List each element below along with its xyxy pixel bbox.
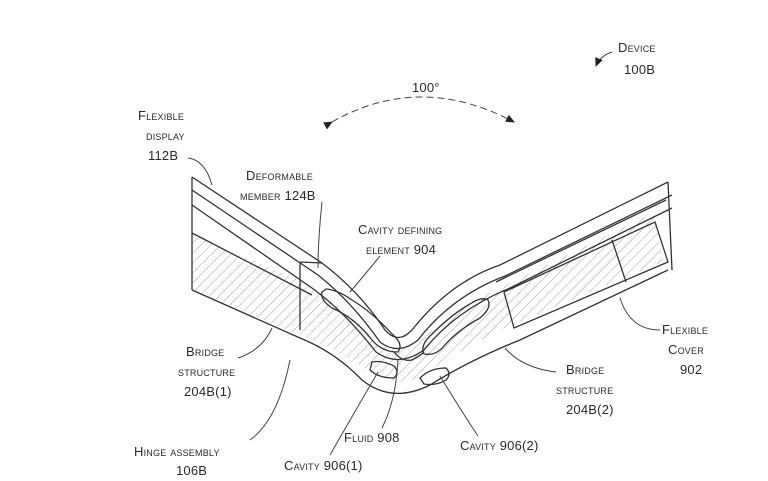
- bridge-structure-left-lower: [191, 269, 669, 395]
- label-angle: 100°: [412, 80, 440, 95]
- label-flexible-cover: Flexible: [662, 322, 708, 337]
- label-bridge-right-3: 204B(2): [566, 402, 614, 417]
- label-bridge-right: Bridge: [566, 362, 604, 377]
- label-bridge-left-2: structure: [178, 364, 235, 379]
- label-device: Device: [618, 40, 656, 55]
- label-flexible-display-3: 112B: [148, 148, 178, 163]
- fluid-channel: [393, 351, 425, 361]
- label-flexible-cover-3: 902: [680, 362, 702, 377]
- label-deformable: Deformable: [246, 168, 313, 183]
- leader-cavity-defining: [349, 255, 381, 293]
- label-cavity-defining: Cavity defining: [358, 222, 442, 237]
- label-flexible-display-2: display: [146, 128, 185, 143]
- cavity-906-1: [321, 288, 401, 353]
- cavity-906-2-lower: [419, 367, 450, 386]
- label-flexible-display: Flexible: [138, 108, 184, 123]
- label-bridge-left-3: 204B(1): [184, 384, 232, 399]
- leader-flexible-cover: [619, 297, 661, 331]
- cavity-906-2: [422, 298, 490, 355]
- leader-fluid: [381, 359, 399, 429]
- flexible-cover-divider: [611, 239, 627, 283]
- label-fluid: Fluid 908: [344, 430, 400, 445]
- device-arrow: [595, 51, 613, 67]
- flexible-cover-outer: [495, 199, 667, 283]
- label-deformable-2: member 124B: [240, 188, 316, 203]
- angle-arrow: [323, 96, 515, 130]
- label-hinge-2: 106B: [176, 463, 207, 478]
- bridge-structure-left-outline: [191, 232, 313, 296]
- leader-cavity-2: [439, 375, 479, 437]
- deformable-member-wedge: [299, 261, 323, 264]
- label-cavity-1: Cavity 906(1): [284, 458, 363, 473]
- label-device-number: 100B: [624, 62, 655, 77]
- label-bridge-left: Bridge: [186, 344, 224, 359]
- hinge-body-hatched: [192, 212, 662, 382]
- leader-cavity-1: [329, 371, 379, 456]
- leader-bridge-left: [237, 327, 273, 359]
- flexible-display-inner-1: [191, 189, 673, 350]
- leader-deformable: [317, 201, 323, 269]
- flexible-cover-box: [503, 221, 669, 329]
- flexible-display-outer: [191, 176, 669, 339]
- label-cavity-defining-2: element 904: [366, 242, 436, 257]
- label-bridge-right-2: structure: [556, 382, 613, 397]
- leader-bridge-right: [504, 347, 557, 373]
- right-edge: [667, 181, 673, 271]
- leader-hinge: [249, 359, 291, 441]
- label-cavity-2: Cavity 906(2): [460, 438, 539, 453]
- label-flexible-cover-2: Cover: [668, 342, 704, 357]
- label-hinge: Hinge assembly: [134, 444, 220, 459]
- leader-flexible-display: [187, 157, 213, 186]
